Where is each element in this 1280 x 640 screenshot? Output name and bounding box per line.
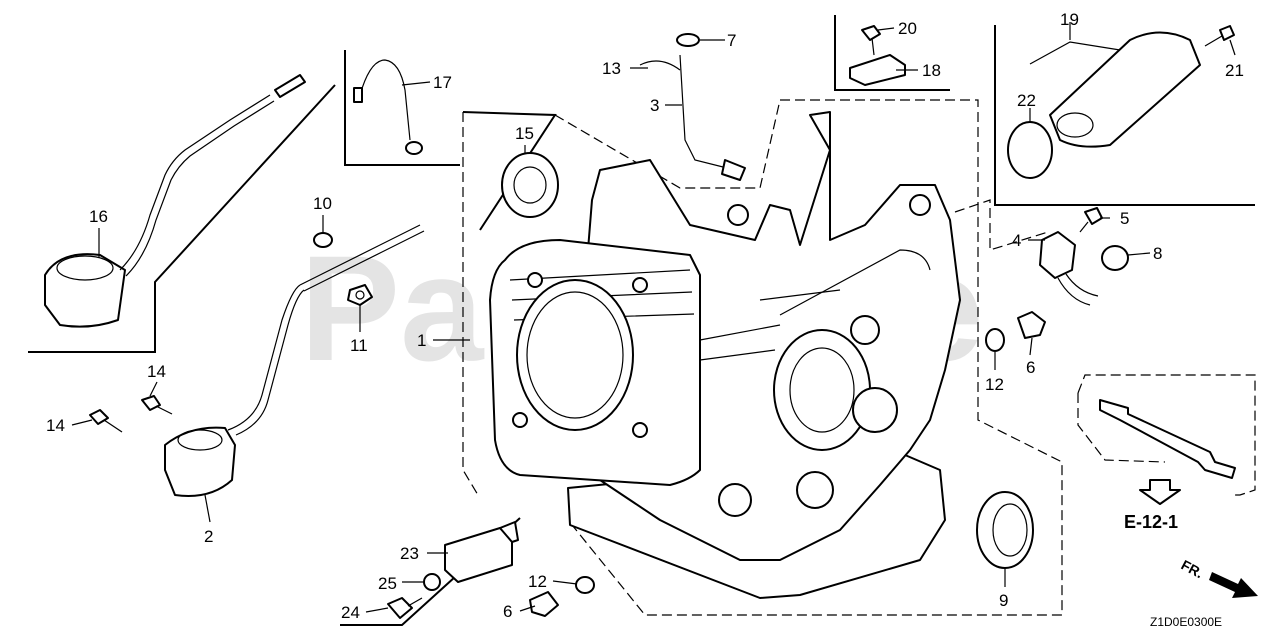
reference-arrow-icon: [1139, 479, 1181, 505]
callout-23[interactable]: 23: [400, 544, 419, 563]
direction-arrow-icon: [1209, 572, 1258, 598]
callout-3[interactable]: 3: [650, 96, 659, 115]
callout-20[interactable]: 20: [898, 19, 917, 38]
diagram-code: Z1D0E0300E: [1150, 615, 1222, 629]
direction-indicator: FR.: [1179, 557, 1258, 598]
callout-7[interactable]: 7: [727, 31, 736, 50]
callout-12-upper[interactable]: 12: [985, 375, 1004, 394]
dowel-part[interactable]: [444, 521, 519, 583]
callout-labels: 1 2 3 4 5 6 6 7 8 9 10 11 12 12 13 14 14…: [46, 10, 1244, 622]
callout-6-lower[interactable]: 6: [503, 602, 512, 621]
callout-8[interactable]: 8: [1153, 244, 1162, 263]
oil-seal-part[interactable]: [976, 491, 1034, 569]
callout-6-upper[interactable]: 6: [1026, 358, 1035, 377]
bracket-part[interactable]: [849, 25, 906, 86]
switch-assembly-part[interactable]: [44, 74, 306, 328]
callout-14-left[interactable]: 14: [46, 416, 65, 435]
callout-14-top[interactable]: 14: [147, 362, 166, 381]
callout-21[interactable]: 21: [1225, 61, 1244, 80]
callout-13[interactable]: 13: [602, 59, 621, 78]
callout-1[interactable]: 1: [417, 331, 426, 350]
callout-15[interactable]: 15: [515, 124, 534, 143]
callout-10[interactable]: 10: [313, 194, 332, 213]
dipstick-part[interactable]: [1007, 25, 1235, 179]
crankcase-part[interactable]: [489, 111, 961, 599]
callout-2[interactable]: 2: [204, 527, 213, 546]
clamp-part[interactable]: [1101, 245, 1129, 271]
washer-25-part[interactable]: [423, 573, 441, 591]
callout-9[interactable]: 9: [999, 591, 1008, 610]
bolt-24-part[interactable]: [387, 597, 423, 619]
frame-lines: [28, 15, 1256, 626]
callout-16[interactable]: 16: [89, 207, 108, 226]
reference-label[interactable]: E-12-1: [1124, 512, 1178, 532]
callout-12-lower[interactable]: 12: [528, 572, 547, 591]
bearing-part[interactable]: [501, 152, 559, 218]
callout-19[interactable]: 19: [1060, 10, 1079, 29]
bolt-14-part[interactable]: [89, 395, 173, 433]
reference-block[interactable]: E-12-1: [1124, 479, 1181, 532]
ground-wire-part[interactable]: [353, 59, 423, 155]
washer-10-part[interactable]: [313, 232, 333, 248]
callout-4[interactable]: 4: [1012, 231, 1021, 250]
cable-part[interactable]: [299, 224, 425, 306]
callout-24[interactable]: 24: [341, 603, 360, 622]
callout-22[interactable]: 22: [1017, 91, 1036, 110]
bolt-6-part[interactable]: [985, 311, 1046, 352]
bolt-6-lower-part[interactable]: [529, 576, 595, 617]
callout-11[interactable]: 11: [350, 336, 368, 355]
callout-5[interactable]: 5: [1120, 209, 1129, 228]
governor-arm-part[interactable]: [639, 33, 746, 181]
reference-shaft-part: [1099, 399, 1236, 479]
callout-25[interactable]: 25: [378, 574, 397, 593]
leader-lines: [71, 22, 1236, 613]
callout-18[interactable]: 18: [922, 61, 941, 80]
callout-17[interactable]: 17: [433, 73, 452, 92]
control-unit-part[interactable]: [164, 284, 305, 497]
bolt-5-part[interactable]: [1079, 207, 1103, 233]
direction-label: FR.: [1179, 557, 1206, 582]
oil-sensor-part[interactable]: [1039, 231, 1099, 306]
